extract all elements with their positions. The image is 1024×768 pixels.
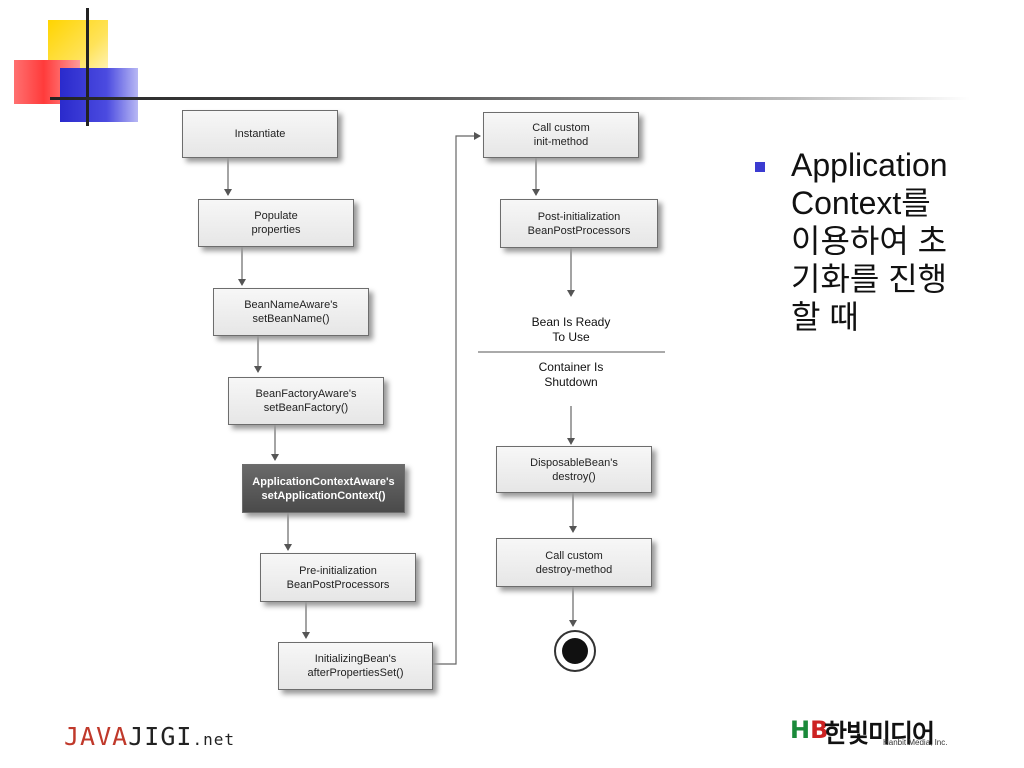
flow-arrows bbox=[224, 132, 665, 672]
box-pre-initialization: Pre-initialization BeanPostProcessors bbox=[260, 553, 416, 602]
bean-lifecycle-diagram: Instantiate Populate properties BeanName… bbox=[160, 100, 680, 700]
end-node-inner bbox=[562, 638, 588, 664]
box-instantiate: Instantiate bbox=[182, 110, 338, 158]
box-call-custom-init: Call custom init-method bbox=[483, 112, 639, 158]
hanbit-mark-icon: HB bbox=[790, 716, 829, 744]
box-populate-properties: Populate properties bbox=[198, 199, 354, 247]
corner-vertical-line bbox=[86, 8, 89, 126]
hanbit-subtitle: Hanbit Media, Inc. bbox=[883, 738, 948, 747]
javajigi-logo-jigi: JIGI bbox=[128, 722, 193, 751]
title-underline bbox=[50, 97, 970, 100]
label-bean-ready: Bean Is Ready To Use bbox=[531, 315, 611, 344]
box-application-context-aware: ApplicationContextAware's setApplication… bbox=[242, 464, 405, 513]
corner-blue-square bbox=[60, 68, 138, 122]
box-bean-name-aware: BeanNameAware's setBeanName() bbox=[213, 288, 369, 336]
box-disposable-bean: DisposableBean's destroy() bbox=[496, 446, 652, 493]
label-container-shutdown: Container Is Shutdown bbox=[538, 360, 604, 389]
javajigi-logo-net: .net bbox=[192, 730, 235, 749]
square-bullet-icon bbox=[755, 162, 765, 172]
hanbit-name: 한빛미디어 bbox=[824, 719, 935, 748]
javajigi-logo: JAVAJIGI.net bbox=[64, 722, 235, 751]
box-bean-factory-aware: BeanFactoryAware's setBeanFactory() bbox=[228, 377, 384, 425]
box-call-custom-destroy: Call custom destroy-method bbox=[496, 538, 652, 587]
hanbit-media-logo: HB 한빛미디어 Hanbit Media, Inc. bbox=[790, 716, 980, 750]
box-post-initialization: Post-initialization BeanPostProcessors bbox=[500, 199, 658, 248]
bullet-text: ApplicationContext를 이용하여 초기화를 진행할 때 bbox=[791, 147, 948, 335]
box-initializing-bean: InitializingBean's afterPropertiesSet() bbox=[278, 642, 433, 690]
javajigi-logo-java: JAVA bbox=[64, 722, 129, 751]
arrow-initializing-custominit bbox=[433, 132, 481, 665]
